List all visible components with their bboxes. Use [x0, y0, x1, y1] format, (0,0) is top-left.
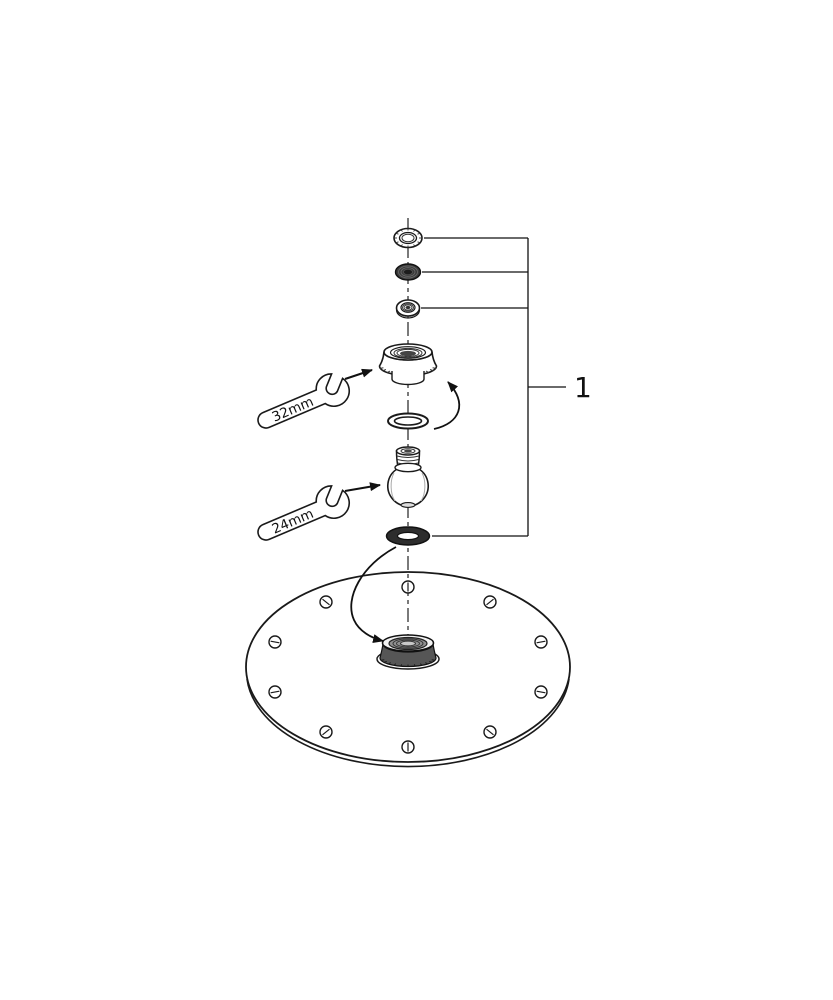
screw: [483, 725, 497, 739]
filter-gasket-part: [394, 263, 422, 281]
wrench-size-label-upper: 32mm: [270, 394, 316, 426]
lock-nut-rim: [395, 309, 421, 319]
screw: [534, 635, 548, 649]
oring-to-nut-arrow: [433, 381, 460, 430]
o-ring-upper-part: [387, 412, 429, 430]
callout-label: 1: [574, 371, 592, 404]
lock-nut-part: [395, 299, 421, 319]
screw: [401, 580, 415, 594]
screw: [319, 725, 333, 739]
plate-screws: [268, 580, 548, 754]
nut-bottom-lip: [391, 371, 425, 386]
ball-outlet-opening: [400, 502, 416, 508]
mounting-collar: [376, 634, 440, 670]
o-ring-lower-part: [385, 526, 431, 546]
wrench-size-label-lower: 24mm: [270, 506, 316, 538]
collar-knurled-band: [379, 643, 437, 668]
ball: [387, 468, 429, 507]
connector-nut-part: [378, 343, 438, 386]
callout-bracket: [421, 237, 566, 537]
screw: [401, 740, 415, 754]
wrench-32mm-icon: 32mm: [257, 373, 350, 429]
screw: [268, 685, 282, 699]
wrench-24mm-icon: 24mm: [257, 485, 350, 541]
wrench-arrow-lower: [344, 482, 381, 492]
screw: [534, 685, 548, 699]
oring-to-collar-arrow: [350, 546, 397, 643]
screw: [319, 595, 333, 609]
cap-ring-part: [393, 227, 423, 249]
plate-rim-edge: [246, 678, 570, 768]
nut-bottom-lip-fill: [392, 370, 424, 385]
screw: [483, 595, 497, 609]
collar-knurl-ticks: [380, 659, 436, 667]
neck-collar: [394, 462, 422, 473]
ball-joint-part: [387, 446, 429, 508]
wrench-arrow-upper: [344, 368, 373, 380]
screw: [268, 635, 282, 649]
ring-knurl-ticks: [394, 228, 422, 248]
